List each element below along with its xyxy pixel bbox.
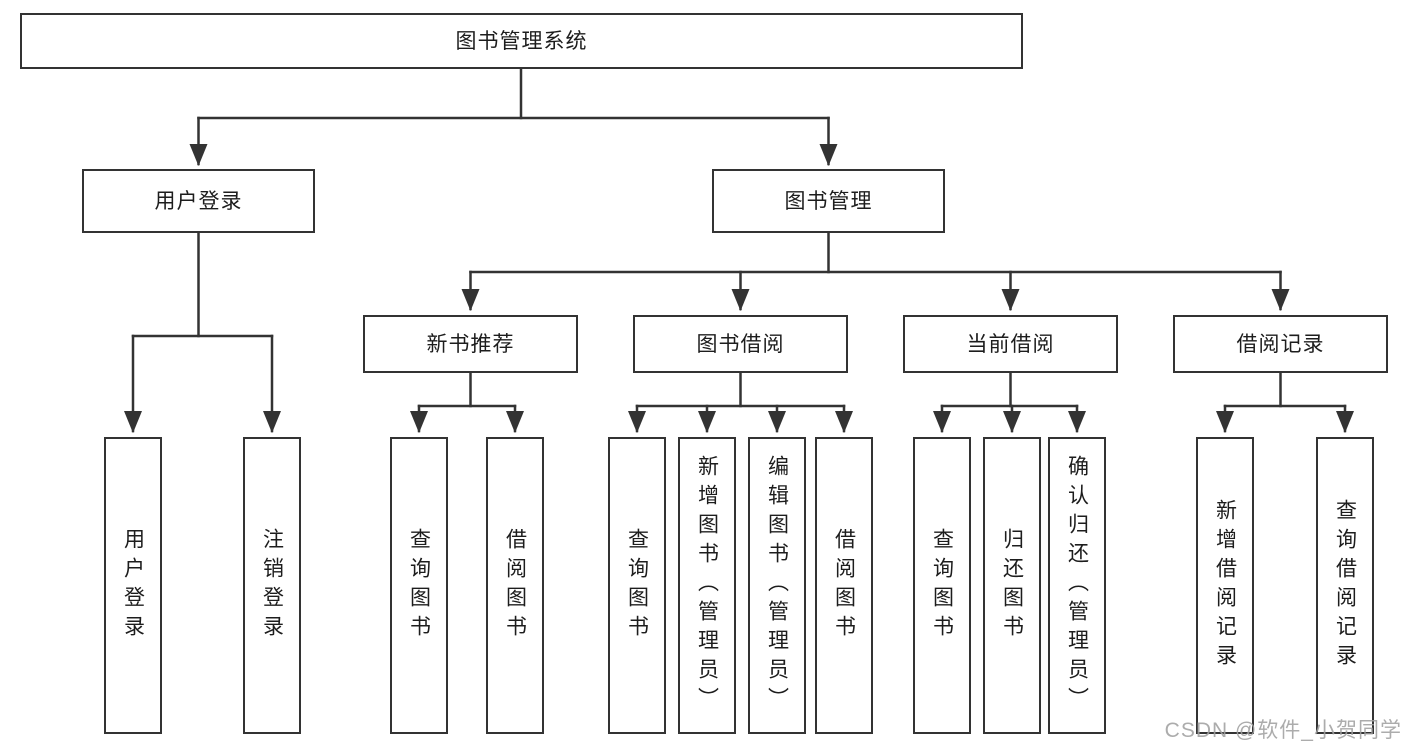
node-book-borrow: 图书借阅 — [633, 315, 848, 373]
node-user-login: 用户登录 — [82, 169, 315, 233]
leaf-records-add-record: 新增借阅记录 — [1196, 437, 1254, 734]
csdn-watermark: CSDN @软件_小贺同学 — [1164, 719, 1402, 742]
leaf-borrow-edit-book-admin: 编辑图书（管理员） — [748, 437, 806, 734]
leaf-records-query-record: 查询借阅记录 — [1316, 437, 1374, 734]
node-root-system: 图书管理系统 — [20, 13, 1023, 69]
leaf-recommend-query-book: 查询图书 — [390, 437, 448, 734]
leaf-logout: 注销登录 — [243, 437, 301, 734]
node-book-management: 图书管理 — [712, 169, 945, 233]
leaf-borrow-borrow-book: 借阅图书 — [815, 437, 873, 734]
leaf-current-query-book: 查询图书 — [913, 437, 971, 734]
node-new-book-recommend: 新书推荐 — [363, 315, 578, 373]
leaf-user-login: 用户登录 — [104, 437, 162, 734]
node-current-borrow: 当前借阅 — [903, 315, 1118, 373]
leaf-current-confirm-return-admin: 确认归还（管理员） — [1048, 437, 1106, 734]
leaf-borrow-add-book-admin: 新增图书（管理员） — [678, 437, 736, 734]
leaf-current-return-book: 归还图书 — [983, 437, 1041, 734]
leaf-recommend-borrow-book: 借阅图书 — [486, 437, 544, 734]
leaf-borrow-query-book: 查询图书 — [608, 437, 666, 734]
node-borrow-records: 借阅记录 — [1173, 315, 1388, 373]
